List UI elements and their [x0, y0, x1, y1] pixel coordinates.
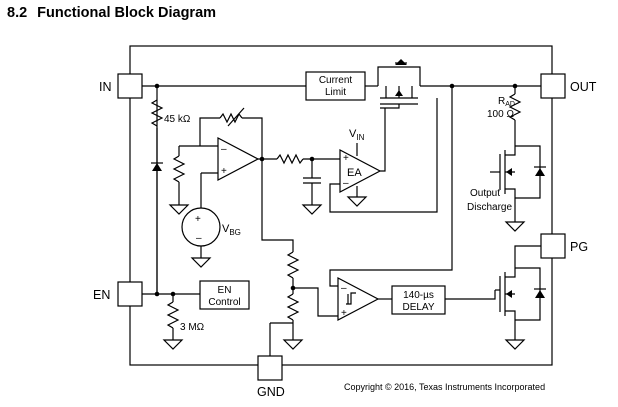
vbg-label: VBG [222, 223, 241, 237]
en-control-label-1: EN [218, 285, 232, 296]
svg-text:–: – [343, 178, 349, 189]
chip-outline [129, 45, 553, 366]
delay-label-1: 140-µs [403, 290, 434, 301]
pin-gnd-box [257, 355, 283, 381]
wire [199, 117, 220, 146]
resistor-45k [150, 99, 164, 127]
en-control-block [199, 280, 250, 310]
current-limit-label-1: Current [319, 75, 353, 86]
wire [293, 287, 338, 317]
resistor-3m [166, 301, 180, 329]
svg-text:–: – [221, 144, 227, 155]
delay-block [391, 285, 446, 315]
pin-pg-label: PG [570, 240, 588, 254]
ground-symbol [282, 339, 304, 350]
pin-out-box [540, 73, 566, 99]
wire [329, 86, 453, 287]
r-3m-label: 3 MΩ [180, 322, 205, 333]
pin-gnd-label: GND [257, 385, 285, 399]
diode-symbol [151, 162, 163, 171]
ground-symbol [346, 196, 368, 207]
junction-dot [154, 83, 160, 89]
ground-symbol [301, 204, 323, 215]
discharge-fet [499, 145, 546, 199]
ea-label: EA [347, 167, 362, 179]
pin-en-box [117, 281, 143, 307]
rad-value: 100 Ω [487, 109, 514, 120]
svg-text:+: + [341, 308, 347, 319]
feedback-opamp: – + [217, 137, 260, 181]
wire [242, 117, 263, 159]
resistor-rad [508, 93, 522, 121]
pin-en-label: EN [93, 288, 110, 302]
variable-resistor-arrow [227, 107, 245, 127]
rad-label: RAD [498, 96, 515, 108]
pg-comparator: – + [337, 277, 380, 321]
en-control-label-2: Control [208, 297, 240, 308]
pin-in-label: IN [99, 80, 112, 94]
copyright-text: Copyright © 2016, Texas Instruments Inco… [344, 382, 545, 392]
ground-symbol [162, 339, 184, 350]
junction-dot [449, 83, 455, 89]
svg-text:+: + [195, 214, 201, 225]
ground-symbol [504, 221, 526, 232]
current-limit-block [305, 71, 366, 101]
wire [380, 108, 386, 172]
output-discharge-label-2: Discharge [467, 202, 512, 213]
wire [445, 290, 496, 300]
svg-text:+: + [221, 166, 227, 177]
resistor [276, 153, 304, 165]
resistor [286, 293, 300, 321]
delay-label-2: DELAY [402, 302, 434, 313]
svg-text:+: + [343, 153, 349, 164]
resistor [286, 251, 300, 279]
current-limit-label-2: Limit [325, 87, 346, 98]
ground-symbol [190, 257, 212, 268]
vin-label: VIN [349, 128, 365, 142]
ground-symbol [168, 204, 190, 215]
pass-fet-symbol [377, 59, 421, 109]
svg-text:–: – [196, 233, 202, 244]
pin-in-box [117, 73, 143, 99]
variable-resistor [219, 112, 243, 124]
pg-fet [499, 267, 546, 321]
r-45k-label: 45 kΩ [164, 114, 191, 125]
wire [261, 159, 294, 252]
pin-pg-box [540, 233, 566, 259]
pin-out-label: OUT [570, 80, 597, 94]
section-title: Functional Block Diagram [37, 5, 217, 21]
error-amplifier: + – EA [339, 149, 382, 193]
output-discharge-label-1: Output [470, 188, 500, 199]
ground-symbol [504, 339, 526, 350]
section-heading: 8.2 Functional Block Diagram [7, 5, 216, 21]
svg-text:–: – [341, 283, 347, 294]
wire [514, 245, 541, 268]
capacitor [303, 177, 321, 184]
resistor [172, 155, 186, 183]
section-number: 8.2 [7, 5, 28, 21]
wire [329, 98, 438, 213]
